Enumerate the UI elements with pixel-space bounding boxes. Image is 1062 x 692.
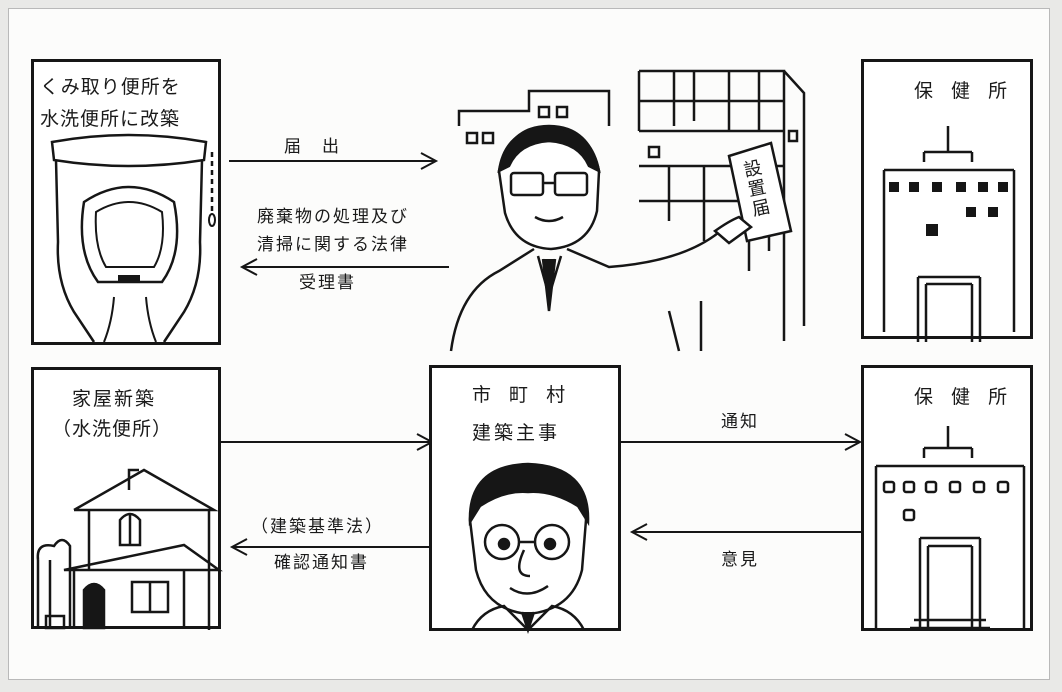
diagram-frame: くみ取り便所を 水洗便所に改築 [8,8,1050,680]
municipality-panel: 市 町 村 建築主事 [429,365,621,634]
toilet-renovation-panel: くみ取り便所を 水洗便所に改築 [31,59,221,345]
notification-arrow [229,152,439,170]
official-figure [449,124,726,352]
confirmation-label: 確認通知書 [274,553,369,573]
health-center-top-title: 保 健 所 [914,80,1014,102]
receipt-arrow [239,258,449,276]
municipality-line2: 建築主事 [472,422,561,444]
toilet-renovation-line1: くみ取り便所を [40,76,181,98]
document-sheet [727,141,793,243]
law-label-line2: 清掃に関する法律 [257,235,409,255]
receipt-label: 受理書 [299,273,356,293]
city-buildings [457,69,806,341]
new-house-line1: 家屋新築 [72,388,157,410]
building-official-face [468,462,590,634]
municipality-line1: 市 町 村 [472,384,572,406]
new-house-panel: 家屋新築 （水洗便所） [31,367,223,630]
health-center-bottom-title: 保 健 所 [914,386,1014,408]
new-house-line2: （水洗便所） [52,418,173,440]
health-center-bottom-building [874,426,1026,630]
confirmation-arrow [229,538,431,556]
official-with-notification-illustration [449,69,806,352]
building-law-label: （建築基準法） [251,517,384,537]
application-arrow [221,433,435,451]
house-illustration [36,468,223,630]
toilet-renovation-line2: 水洗便所に改築 [40,108,181,130]
health-center-top-building [882,126,1016,342]
opinion-label: 意見 [721,550,759,570]
health-center-bottom-panel: 保 健 所 [861,365,1033,631]
health-center-top-panel: 保 健 所 [861,59,1033,342]
law-label-line1: 廃棄物の処理及び [257,207,409,227]
notice-label: 通知 [721,412,759,432]
notification-label: 届 出 [284,137,341,157]
opinion-arrow [629,523,861,541]
notice-arrow [621,433,863,451]
flush-toilet-illustration [50,133,216,343]
